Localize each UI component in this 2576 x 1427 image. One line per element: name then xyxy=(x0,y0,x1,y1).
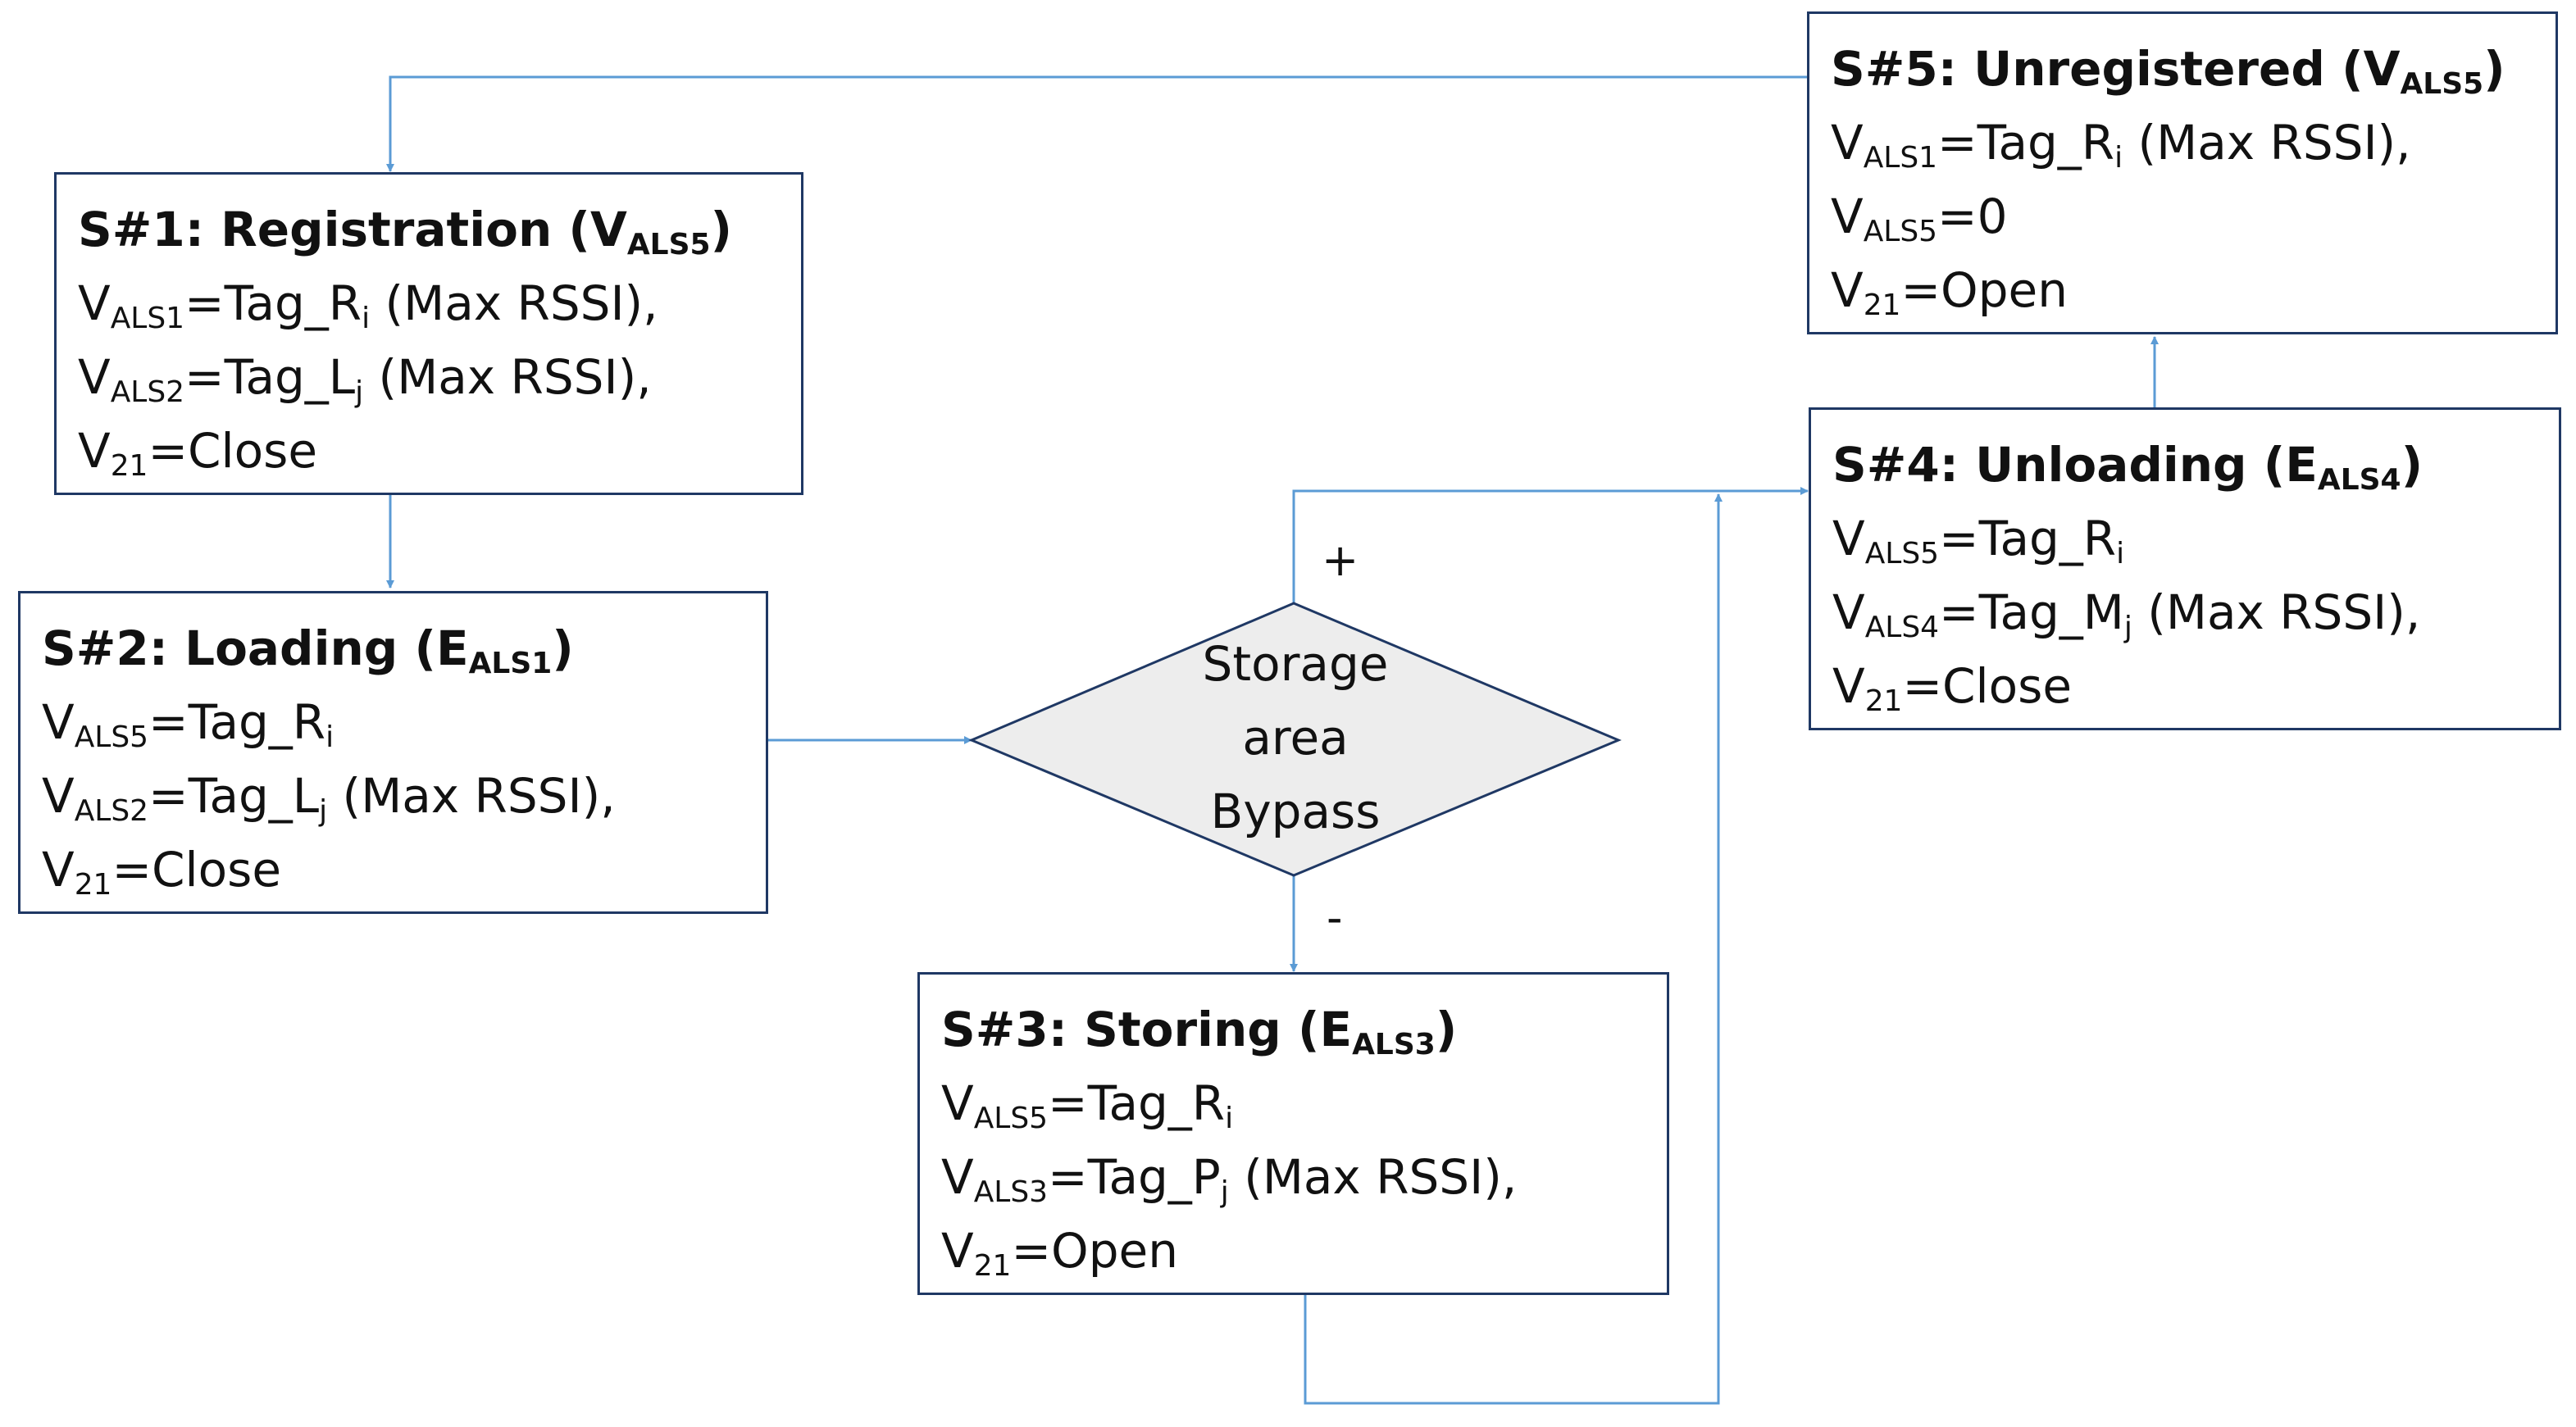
state-s2-line-2: VALS2=Tag_Lj (Max RSSI), xyxy=(42,768,616,829)
state-s3-line-3: V21=Open xyxy=(941,1223,1178,1284)
state-s4-line-2: VALS4=Tag_Mj (Max RSSI), xyxy=(1832,584,2421,645)
state-s4-unloading: S#4: Unloading (EALS4) VALS5=Tag_Ri VALS… xyxy=(1809,407,2561,730)
arrow-s5-to-s1 xyxy=(386,75,1808,172)
state-s1-line-1: VALS1=Tag_Ri (Max RSSI), xyxy=(78,275,658,336)
state-s1-registration: S#1: Registration (VALS5) VALS1=Tag_Ri (… xyxy=(54,172,803,495)
state-s4-line-3: V21=Close xyxy=(1832,658,2073,719)
state-s5-line-3: V21=Open xyxy=(1831,262,2068,323)
state-s2-title: S#2: Loading (EALS1) xyxy=(42,620,574,681)
decision-line-2: area xyxy=(1242,710,1349,766)
state-s3-line-2: VALS3=Tag_Pj (Max RSSI), xyxy=(941,1149,1518,1210)
state-s2-line-1: VALS5=Tag_Ri xyxy=(42,694,335,755)
state-s2-line-3: V21=Close xyxy=(42,842,282,902)
state-s5-line-2: VALS5=0 xyxy=(1831,189,2008,249)
state-s5-line-1: VALS1=Tag_Ri (Max RSSI), xyxy=(1831,115,2411,175)
state-s2-loading: S#2: Loading (EALS1) VALS5=Tag_Ri VALS2=… xyxy=(18,591,768,914)
state-s5-title: S#5: Unregistered (VALS5) xyxy=(1831,41,2505,102)
decision-label: Storage area Bypass xyxy=(1111,627,1480,848)
state-s1-line-2: VALS2=Tag_Lj (Max RSSI), xyxy=(78,349,652,410)
state-s3-storing: S#3: Storing (EALS3) VALS5=Tag_Ri VALS3=… xyxy=(917,972,1669,1295)
arrow-decision-yes-to-s4 xyxy=(1292,487,1809,603)
state-s3-line-1: VALS5=Tag_Ri xyxy=(941,1075,1234,1136)
decision-storage-bypass xyxy=(968,602,1622,877)
decision-line-1: Storage xyxy=(1202,636,1389,692)
state-s5-unregistered: S#5: Unregistered (VALS5) VALS1=Tag_Ri (… xyxy=(1807,11,2558,334)
branch-yes-label: + xyxy=(1322,534,1359,586)
branch-no-label: - xyxy=(1327,892,1343,943)
state-s1-title: S#1: Registration (VALS5) xyxy=(78,202,733,262)
decision-line-3: Bypass xyxy=(1210,784,1381,839)
state-s4-line-1: VALS5=Tag_Ri xyxy=(1832,511,2125,571)
state-s1-line-3: V21=Close xyxy=(78,423,318,484)
state-s4-title: S#4: Unloading (EALS4) xyxy=(1832,437,2424,498)
state-s3-title: S#3: Storing (EALS3) xyxy=(941,1002,1458,1062)
arrow-s3-to-s4 xyxy=(1304,493,1723,1405)
